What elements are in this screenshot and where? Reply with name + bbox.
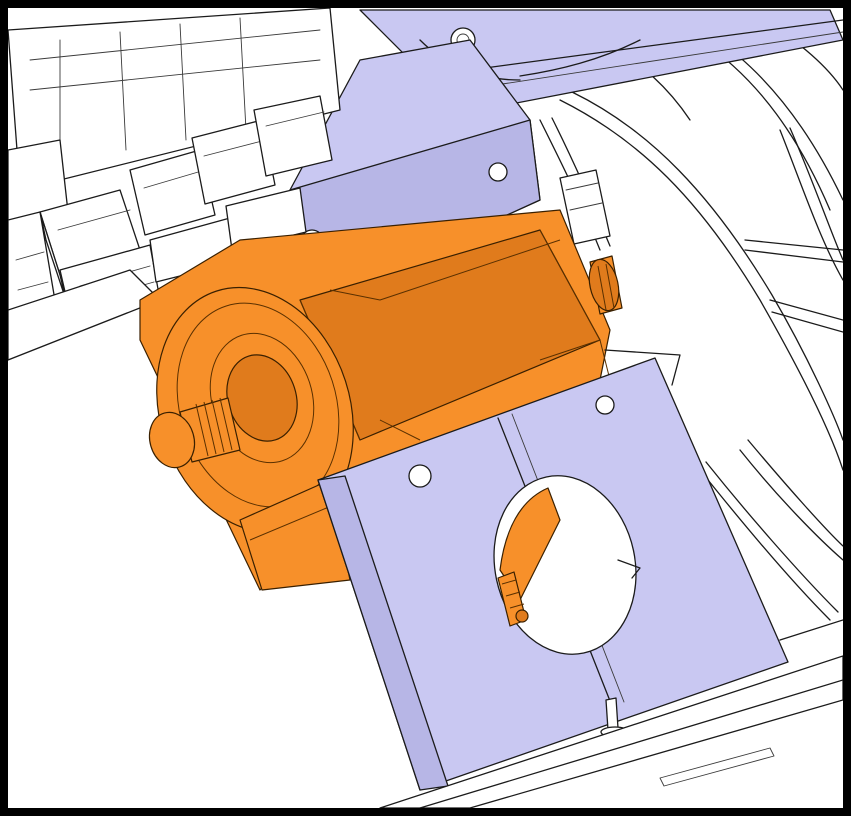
relay-fuse-box	[8, 8, 341, 361]
actuator-motor	[139, 209, 623, 591]
lower-frame-rail	[379, 619, 843, 808]
mounting-bracket	[317, 349, 789, 791]
exploded-assembly-drawing	[8, 8, 843, 808]
technical-illustration	[8, 8, 843, 808]
